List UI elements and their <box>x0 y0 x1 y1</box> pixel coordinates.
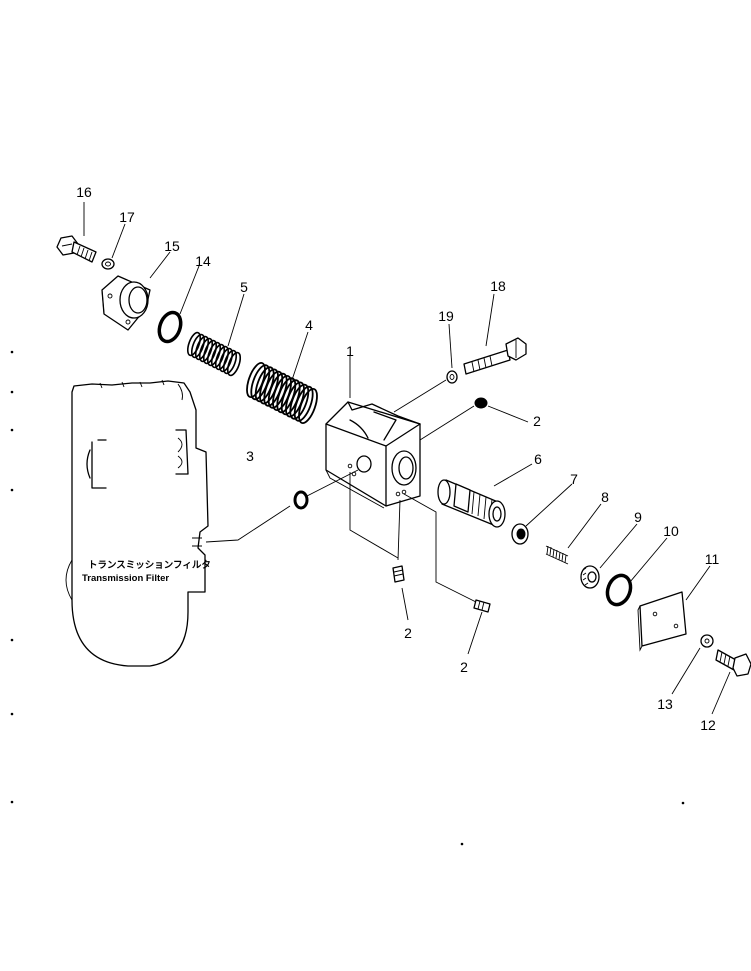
callout-15: 15 <box>164 238 180 254</box>
part-17-washer <box>101 258 115 270</box>
spring-coil <box>218 347 234 373</box>
callout-10: 10 <box>663 523 679 539</box>
filter-caption-japanese: トランスミッションフィルタ <box>88 559 211 571</box>
callout-6: 6 <box>534 451 542 467</box>
callout-14: 14 <box>195 253 211 269</box>
spring-coil <box>190 333 206 359</box>
part-10-o-ring <box>605 573 633 607</box>
spring-coil <box>210 343 226 369</box>
callout-11: 11 <box>705 551 720 567</box>
spring-coil <box>293 385 314 422</box>
part-13-washer <box>700 634 714 648</box>
spring-coil <box>194 335 210 361</box>
part-6-spool <box>437 479 506 528</box>
part-11-cover-plate <box>637 591 687 652</box>
leader-lines <box>83 202 731 715</box>
part-4-spring <box>246 362 318 424</box>
scan-specks <box>10 350 685 846</box>
part-2-plug-lower-right <box>473 599 491 613</box>
spring-coil <box>222 349 238 375</box>
part-12-bolt <box>715 649 751 677</box>
callout-1: 1 <box>346 343 354 359</box>
part-2-plug-upper <box>474 397 488 409</box>
spring-coil <box>202 339 218 365</box>
callout-18: 18 <box>490 278 506 294</box>
part-8-spring <box>545 545 569 565</box>
callout-2-lower-left: 2 <box>404 625 412 641</box>
part-7-nut <box>511 523 529 545</box>
callout-8: 8 <box>601 489 609 505</box>
transmission-filter-housing: トランスミッションフィルタ Transmission Filter <box>65 379 211 667</box>
callout-5: 5 <box>240 279 248 295</box>
spring-coil <box>198 337 214 363</box>
callout-12: 12 <box>700 717 716 733</box>
spring-coil <box>214 345 230 371</box>
callout-19: 19 <box>438 308 454 324</box>
part-19-washer <box>446 370 458 384</box>
part-16-bolt <box>56 235 97 263</box>
callout-2-lower-right: 2 <box>460 659 468 675</box>
part-2-plug-lower-left <box>392 565 405 583</box>
part-1-valve-body <box>325 401 421 509</box>
part-9-plug <box>580 565 600 589</box>
callout-4: 4 <box>305 317 313 333</box>
callout-3: 3 <box>246 448 254 464</box>
part-18-bolt <box>463 337 527 375</box>
part-3-o-ring <box>293 490 309 510</box>
part-5-spring <box>186 331 242 377</box>
spring-coil <box>206 341 222 367</box>
spring-coil <box>298 388 318 424</box>
part-15-flange <box>101 275 151 331</box>
part-14-o-ring <box>157 310 183 344</box>
spring-coil <box>289 383 310 420</box>
callout-labels: 1 2 2 2 3 4 5 6 7 8 9 10 11 12 13 14 15 … <box>76 184 719 733</box>
spring-coil <box>226 351 242 377</box>
callout-9: 9 <box>634 509 642 525</box>
callout-7: 7 <box>570 471 578 487</box>
callout-16: 16 <box>76 184 92 200</box>
callout-13: 13 <box>657 696 673 712</box>
spring-coil <box>186 331 202 357</box>
filter-caption-english: Transmission Filter <box>82 573 169 584</box>
callout-2-upper: 2 <box>533 413 541 429</box>
callout-17: 17 <box>119 209 135 225</box>
